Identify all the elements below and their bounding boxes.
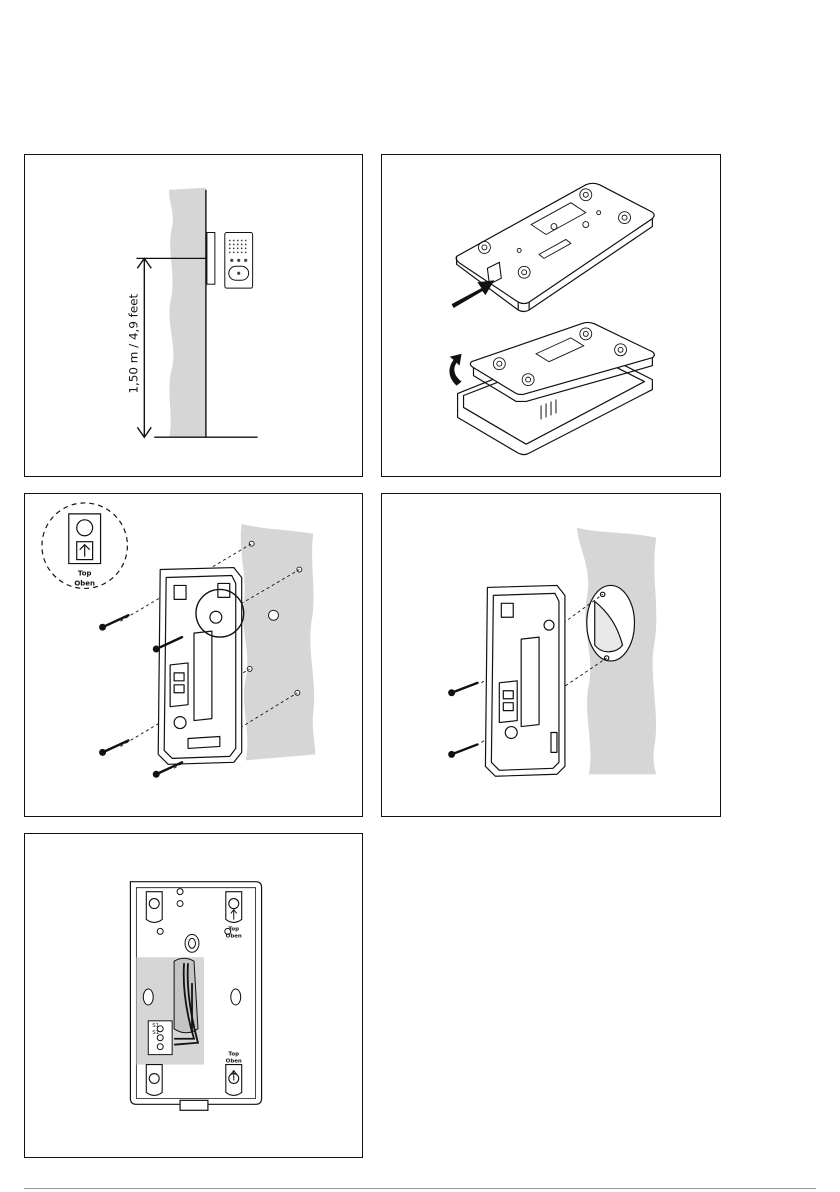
oben-label-lower: Oben (226, 1059, 242, 1065)
screw-heads (448, 689, 455, 758)
push-arrow (452, 280, 495, 308)
page-bottom-rule (24, 1188, 816, 1189)
screws (452, 683, 478, 755)
wall-section (241, 524, 316, 761)
zoom-detail: Top Oben (42, 503, 127, 588)
rotate-arrow (449, 354, 461, 386)
terminal-label-2: S1 (152, 1030, 159, 1036)
top-label: Top (78, 569, 92, 577)
wall-section (169, 188, 206, 437)
screw-heads (99, 624, 160, 778)
device-side-view (207, 233, 215, 285)
screw-mounting-illustration: Top Oben (25, 494, 362, 816)
open-housing-panel (381, 154, 721, 477)
terminal-label-1: S1 (152, 1023, 159, 1029)
flush-box-mounting-illustration (382, 494, 720, 816)
screw-mounting-panel: Top Oben (24, 493, 363, 817)
cable-entry (174, 958, 198, 1033)
top-label-lower: Top (228, 1052, 239, 1058)
wiring-panel: S1 S1 Top Oben Top Oben (24, 833, 363, 1158)
mounting-height-panel: 1,50 m / 4,9 feet (24, 154, 363, 477)
flush-box-mounting-panel (381, 493, 721, 817)
height-measurement-label: 1,50 m / 4,9 feet (126, 293, 140, 393)
device-front-view (225, 233, 253, 289)
wiring-illustration: S1 S1 Top Oben Top Oben (25, 834, 362, 1157)
top-label-upper: Top (228, 926, 239, 932)
housing-base (485, 585, 565, 776)
oben-label-upper: Oben (226, 933, 242, 939)
oben-label: Oben (74, 579, 95, 587)
open-housing-illustration (382, 155, 720, 476)
flush-box (587, 585, 635, 661)
housing-base (158, 568, 241, 765)
mounting-height-illustration: 1,50 m / 4,9 feet (25, 155, 362, 476)
